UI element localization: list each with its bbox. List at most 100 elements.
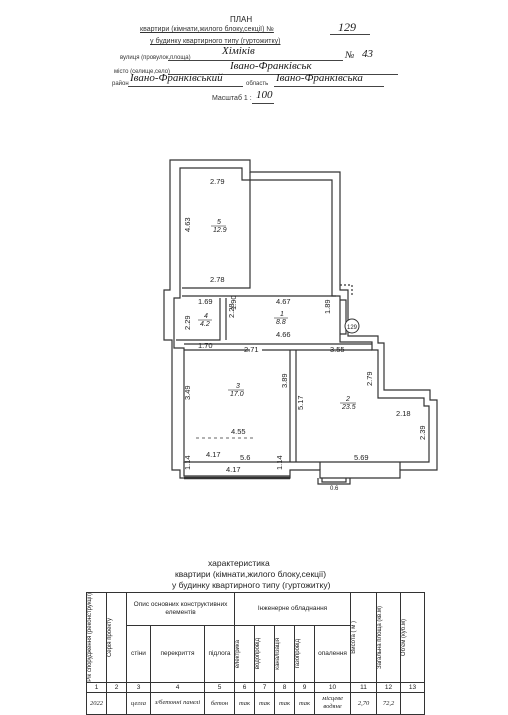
col-walls-header: стіни — [126, 624, 151, 683]
col-num-9: 9 — [294, 681, 316, 693]
characteristics-subtitle-2: у будинку квартирного типу (гуртожитку) — [172, 580, 331, 590]
dim-d4-bottom: 1.70 — [198, 341, 213, 350]
col-num-8: 8 — [274, 681, 296, 693]
dim-d3-right: 3.89 — [280, 373, 289, 388]
street-label: вулиця (провулок,площа) — [120, 55, 191, 61]
dim-corridor-right: 1.89 — [323, 299, 332, 314]
room-1-area: 8.8 — [276, 319, 286, 326]
building-type-label: у будинку квартирного типу (гуртожитку) — [150, 38, 281, 45]
room-3-number: 3 — [236, 383, 240, 390]
characteristics-title: характеристика — [208, 558, 270, 568]
street-underline — [168, 60, 343, 61]
window-frame-inner — [321, 478, 347, 483]
region-underline — [274, 86, 384, 87]
city-value: Івано-Франківськ — [230, 60, 312, 72]
value-total-area: 72,2 — [376, 691, 402, 715]
dim-corridor-top: 4.67 — [276, 297, 291, 306]
apartment-marker — [344, 318, 360, 334]
col-num-4: 4 — [150, 681, 205, 693]
col-volume-header: Об'єм (куб.м) — [400, 592, 426, 683]
room-2-area: 23.5 — [341, 404, 356, 411]
dim-balcony-mid: 5.6 — [240, 453, 250, 462]
col-floor-header: підлога — [203, 624, 236, 683]
region-value: Івано-Франківська — [276, 72, 363, 84]
scale-label: Масштаб 1 : — [212, 95, 252, 102]
dim-d2-top: 3.55 — [330, 345, 345, 354]
dim-d2-far: 2.39 — [418, 425, 427, 440]
col-materials-group: Опис основних конструктивних елементів — [125, 592, 236, 626]
value-series — [106, 691, 127, 715]
col-ceiling-header: перекриття — [150, 624, 205, 683]
dim-d1-side: 4.63 — [183, 217, 192, 232]
col-area-header: Загальна площа (кв.м) — [376, 592, 402, 683]
plan-title: ПЛАН — [230, 15, 253, 24]
dim-corridor-bottom: 4.66 — [276, 330, 291, 339]
table-row-numbers: 1 2 3 4 5 6 7 8 9 10 11 12 13 — [86, 681, 426, 693]
region-label: область — [246, 81, 269, 87]
district-label: район — [112, 81, 129, 87]
city-label: місто (селище,село) — [114, 69, 171, 75]
scale-value: 100 — [256, 89, 273, 101]
col-water-header: водопровід — [254, 624, 276, 683]
room3-bottom — [183, 462, 290, 477]
col-height-header: Висота ( м ) — [350, 592, 378, 683]
col-num-10: 10 — [314, 681, 352, 693]
col-heating-header: опалення — [314, 624, 352, 683]
scale-underline — [252, 103, 274, 104]
apartment-label: квартири (кімнати,жилого блоку,секції) № — [140, 26, 274, 33]
room5-wall — [182, 172, 251, 289]
dim-d1-top: 2.79 — [210, 177, 225, 186]
value-ceiling: з/бетонні панелі — [150, 691, 205, 715]
col-num-1: 1 — [86, 681, 107, 693]
district-underline — [128, 86, 243, 87]
value-sewer: так — [274, 691, 296, 715]
district-value: Івано-Франківський — [130, 72, 223, 84]
col-series-header: Серія проекту — [106, 592, 127, 683]
value-heating: місцеве водяне — [314, 691, 352, 715]
outer-wall — [163, 159, 438, 479]
room-4-number: 4 — [204, 313, 208, 320]
apartment-underline — [330, 34, 370, 35]
dim-corridor-left: 1.90 — [229, 295, 238, 310]
dim-d3-inner: 4.55 — [231, 427, 246, 436]
house-value: 43 — [362, 48, 373, 60]
characteristics-table: Рік спорудження (реконструкції) Серія пр… — [86, 592, 426, 715]
room-2-number: 2 — [345, 396, 350, 403]
city-underline — [168, 74, 398, 75]
dim-balcony-width: 4.17 — [226, 465, 241, 474]
house-label: № — [345, 50, 355, 61]
col-engineering-group: Інженерне обладнання — [234, 592, 352, 626]
dim-balcony-right: 1.14 — [275, 455, 284, 470]
value-height: 2,70 — [350, 691, 378, 715]
dim-balcony-left: 1.14 — [183, 455, 192, 470]
apartment-number: 129 — [338, 20, 356, 34]
dim-window: 0.6 — [330, 486, 339, 492]
col-electricity-header: електрика — [234, 624, 256, 683]
value-electricity: так — [234, 691, 256, 715]
dim-d2-right: 2.79 — [365, 371, 374, 386]
apartment-marker-text: 129 — [347, 325, 358, 331]
col-num-3: 3 — [126, 681, 151, 693]
right-vent — [340, 284, 353, 295]
value-year: 2022 — [86, 691, 107, 715]
col-sewer-header: каналізація — [274, 624, 296, 683]
room-5-area: 12.9 — [213, 227, 227, 234]
room-1-number: 1 — [280, 311, 284, 318]
dim-d4-right: 2.28 — [227, 303, 236, 318]
partition-3-2 — [289, 350, 297, 462]
entry-door — [340, 299, 347, 335]
col-num-11: 11 — [350, 681, 378, 693]
col-year-header: Рік спорудження (реконструкції) — [86, 592, 107, 683]
col-num-12: 12 — [376, 681, 402, 693]
dim-d2-step: 2.18 — [396, 409, 411, 418]
value-gas: так — [294, 691, 316, 715]
dim-d3-bottom: 4.17 — [206, 450, 221, 459]
value-floor: бетон — [203, 691, 236, 715]
col-num-13: 13 — [400, 681, 426, 693]
col-num-2: 2 — [106, 681, 127, 693]
characteristics-subtitle-1: квартири (кімнати,жилого блоку,секції) — [175, 569, 327, 579]
window-frame — [317, 478, 351, 485]
door-room2 — [319, 462, 401, 470]
value-water: так — [254, 691, 276, 715]
dim-d4-top: 1.69 — [198, 297, 213, 306]
